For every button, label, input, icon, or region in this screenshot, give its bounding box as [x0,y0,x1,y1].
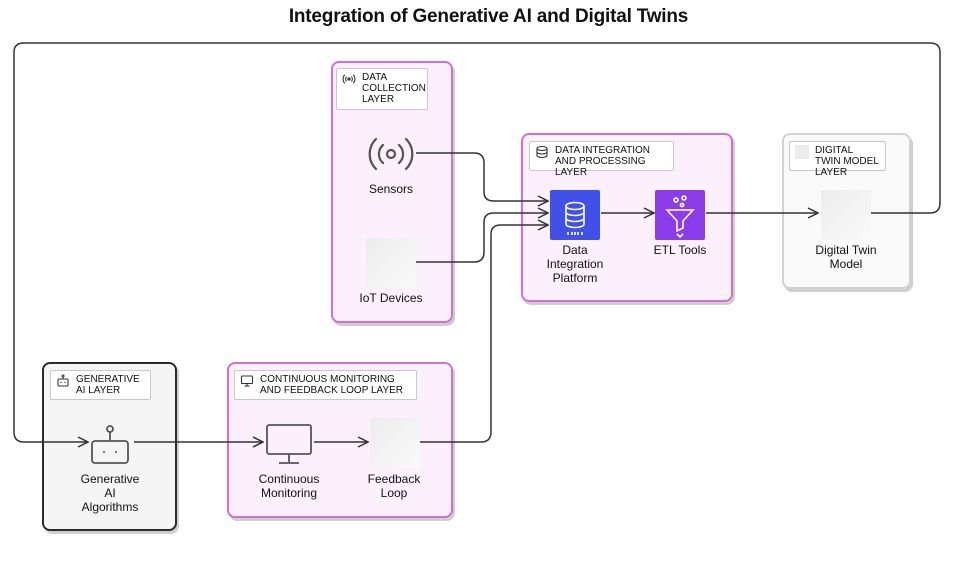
broadcast-icon [342,74,356,84]
node-label-digital-twin: Digital Twin Model [815,243,877,271]
diagram-title: Integration of Generative AI and Digital… [288,6,689,27]
group-label-digital-twin: DIGITAL TWIN MODEL LAYER [789,141,886,178]
edge-feedback-to-platform [420,225,548,443]
node-label-iot: IoT Devices [359,291,423,305]
group-label-text: DIGITAL TWIN MODEL LAYER [815,145,879,178]
group-label-text: DATA INTEGRATION AND PROCESSING LAYER [555,145,651,178]
group-label-text: DATA COLLECTION LAYER [362,72,426,105]
robot-icon [57,374,69,387]
node-label-etl: ETL Tools [653,243,707,257]
edge-sensors-to-platform [416,152,548,201]
node-label-feedback: Feedback Loop [367,472,421,500]
group-label-generative-ai: GENERATIVE AI LAYER [50,370,151,400]
etl-tools-icon [655,190,705,240]
monitor-icon [266,424,312,464]
robot-icon [91,425,129,464]
group-label-data-collection: DATA COLLECTION LAYER [336,68,428,110]
group-label-text: CONTINUOUS MONITORING AND FEEDBACK LOOP … [260,374,404,396]
sensor-icon [368,137,414,171]
iot-device-icon [366,238,416,288]
node-label-sensors: Sensors [368,182,414,196]
feedback-loop-icon [370,418,420,468]
node-label-monitoring: Continuous Monitoring [258,472,320,500]
edge-iot-to-platform [416,213,548,263]
data-platform-icon [550,190,600,240]
group-label-data-integration: DATA INTEGRATION AND PROCESSING LAYER [529,141,674,178]
group-label-monitoring: CONTINUOUS MONITORING AND FEEDBACK LOOP … [234,370,417,400]
node-label-gen-ai: Generative AI Algorithms [80,472,140,514]
blank-icon [795,145,809,159]
edge-twin-to-genai [13,42,941,442]
digital-twin-icon [821,190,871,240]
node-label-data-platform: Data Integration Platform [546,243,604,285]
database-icon [536,145,548,159]
group-label-text: GENERATIVE AI LAYER [76,374,140,396]
monitor-icon [240,375,254,387]
